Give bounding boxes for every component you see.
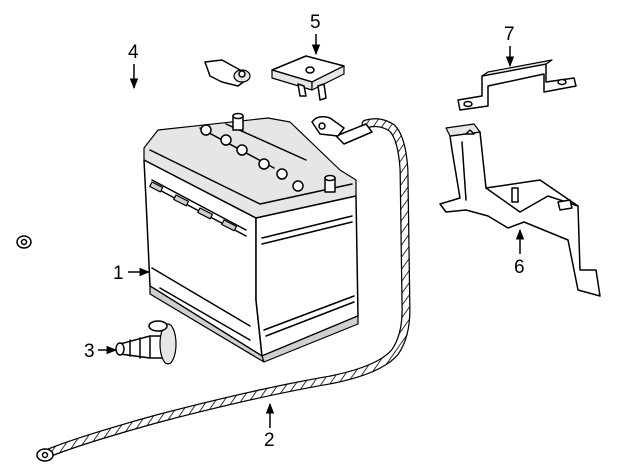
callout-number: 6: [514, 257, 525, 278]
callout-number: 7: [504, 24, 515, 45]
callout-number: 1: [113, 263, 124, 284]
vent-plug: [115, 320, 177, 365]
callout-number: 5: [310, 12, 321, 33]
callout-6: 6: [514, 228, 525, 278]
callout-7: 7: [504, 24, 515, 68]
negative-cable: [36, 115, 411, 462]
positive-cable: [16, 59, 251, 270]
callout-1: 1: [113, 263, 151, 284]
callout-4: 4: [128, 42, 139, 90]
callout-5: 5: [310, 12, 321, 56]
callout-number: 3: [84, 341, 95, 362]
terminal-cover: [271, 55, 345, 101]
callout-2: 2: [264, 402, 275, 451]
hold-down-clamp: [439, 123, 601, 297]
callout-3: 3: [84, 341, 118, 362]
callout-number: 2: [264, 430, 275, 451]
battery: [143, 112, 359, 363]
callout-number: 4: [128, 42, 139, 63]
battery-bracket: [457, 59, 577, 111]
